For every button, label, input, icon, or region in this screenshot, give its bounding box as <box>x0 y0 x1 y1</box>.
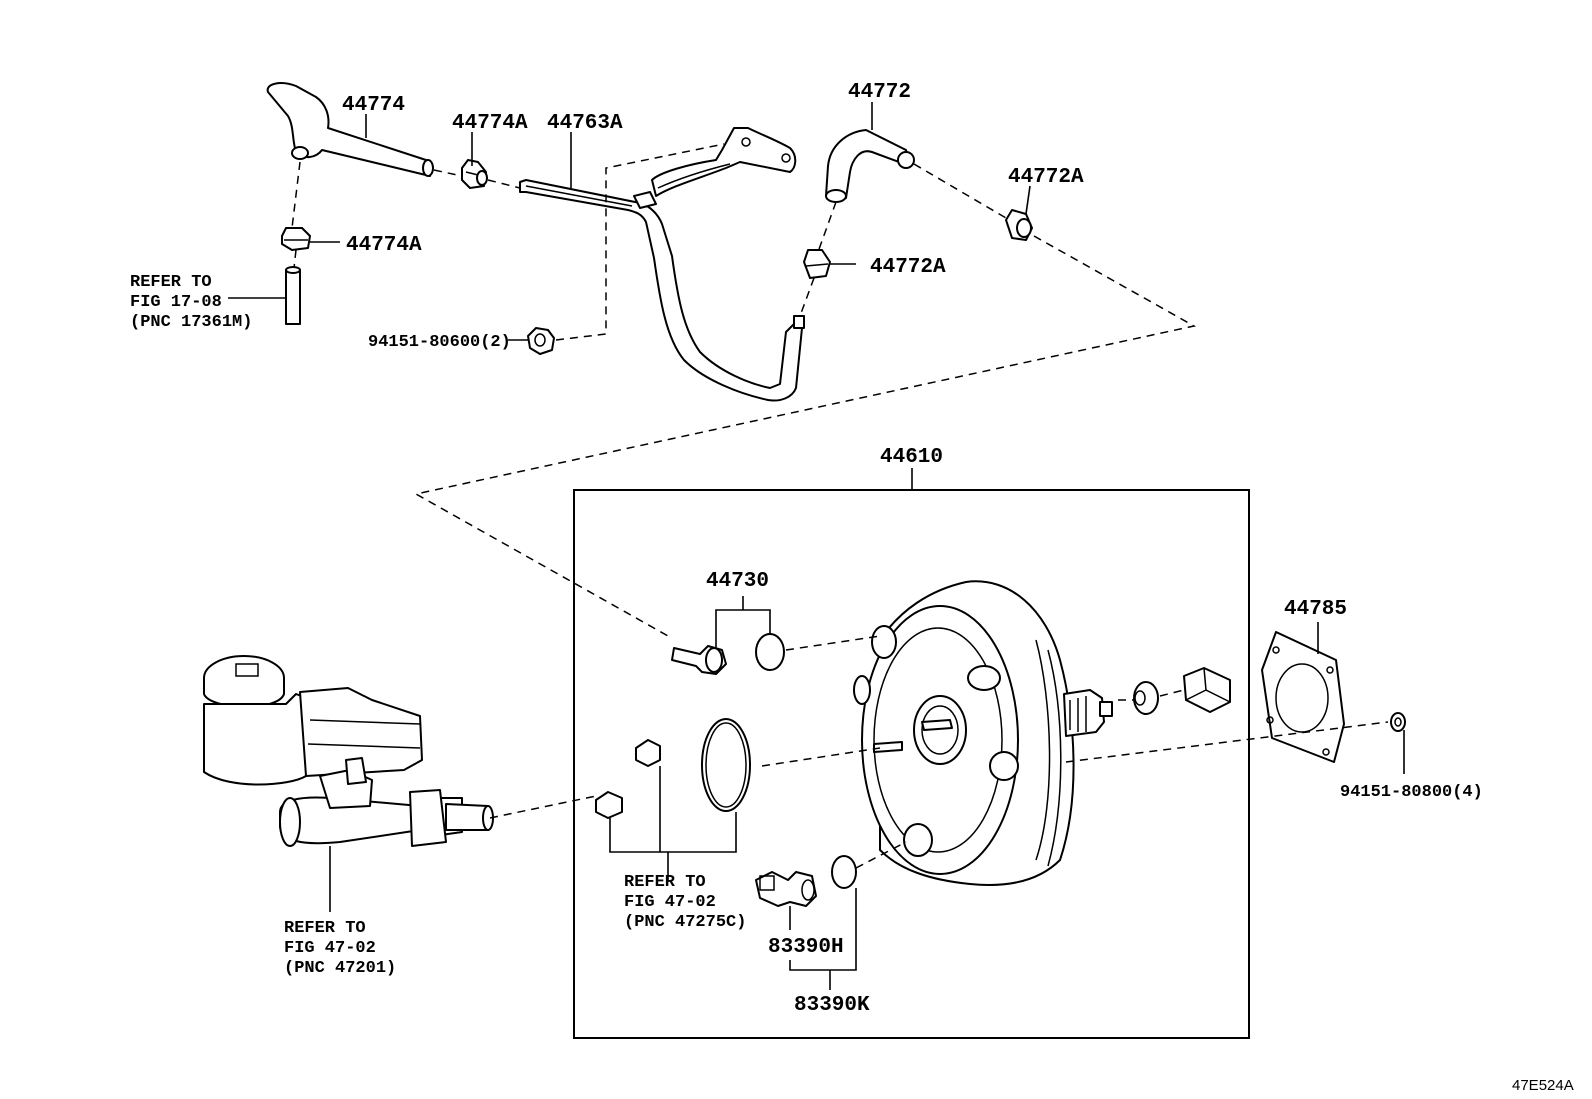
label-44730: 44730 <box>706 570 769 593</box>
gasket-44785 <box>1261 631 1345 763</box>
label-44774A-left: 44774A <box>346 234 422 257</box>
label-94151-80800: 94151-80800(4) <box>1340 783 1483 802</box>
leader-lines-top <box>228 102 1031 341</box>
spacer <box>1133 681 1159 715</box>
clamp-44774A-left <box>281 227 311 251</box>
label-44610: 44610 <box>880 446 943 469</box>
ref-47-02-seal-line1: REFER TO <box>624 873 706 892</box>
leader-lines-bottom <box>329 596 1405 990</box>
grommet-83390K <box>831 855 857 889</box>
label-44772A-right: 44772A <box>1008 166 1084 189</box>
vacuum-pipe-44763A <box>519 127 805 402</box>
grommet-44730 <box>755 633 785 671</box>
label-44774: 44774 <box>342 94 405 117</box>
label-94151-80600: 94151-80600(2) <box>368 333 511 352</box>
check-valve-44730 <box>671 645 727 675</box>
ref-17-08-line1: REFER TO <box>130 273 212 292</box>
nut-94151-80600 <box>527 327 555 355</box>
master-cylinder <box>203 655 494 847</box>
assembly-lines-bottom <box>489 635 1389 869</box>
nut-94151-80800 <box>1390 712 1406 732</box>
o-ring <box>701 718 751 812</box>
seal-small <box>595 739 661 819</box>
ref-47-02-master-line3: (PNC 47201) <box>284 959 396 978</box>
diagram-code: 47E524A <box>1512 1077 1574 1094</box>
vacuum-hose-44772 <box>825 129 915 203</box>
assembly-lines-top <box>291 143 1197 637</box>
label-83390K: 83390K <box>794 994 870 1017</box>
ref-47-02-seal-line2: FIG 47-02 <box>624 893 716 912</box>
clamp-44772A-mid <box>803 249 831 279</box>
label-83390H: 83390H <box>768 936 844 959</box>
pipe-stub-17-08 <box>285 266 301 325</box>
ref-47-02-master-line1: REFER TO <box>284 919 366 938</box>
vacuum-hose-44774 <box>266 82 434 177</box>
ref-17-08-line2: FIG 17-08 <box>130 293 222 312</box>
label-44772A-mid: 44772A <box>870 256 946 279</box>
label-44774A-top: 44774A <box>452 112 528 135</box>
ref-47-02-master-line2: FIG 47-02 <box>284 939 376 958</box>
ref-47-02-seal-line3: (PNC 47275C) <box>624 913 746 932</box>
clamp-44772A-right <box>1005 209 1033 241</box>
label-44772: 44772 <box>848 81 911 104</box>
ref-17-08-line3: (PNC 17361M) <box>130 313 252 332</box>
brake-booster <box>853 580 1113 886</box>
label-44763A: 44763A <box>547 112 623 135</box>
clevis-bracket <box>1183 667 1231 713</box>
vacuum-sensor-83390H <box>755 871 817 907</box>
clamp-44774A-top <box>461 159 488 189</box>
label-44785: 44785 <box>1284 598 1347 621</box>
